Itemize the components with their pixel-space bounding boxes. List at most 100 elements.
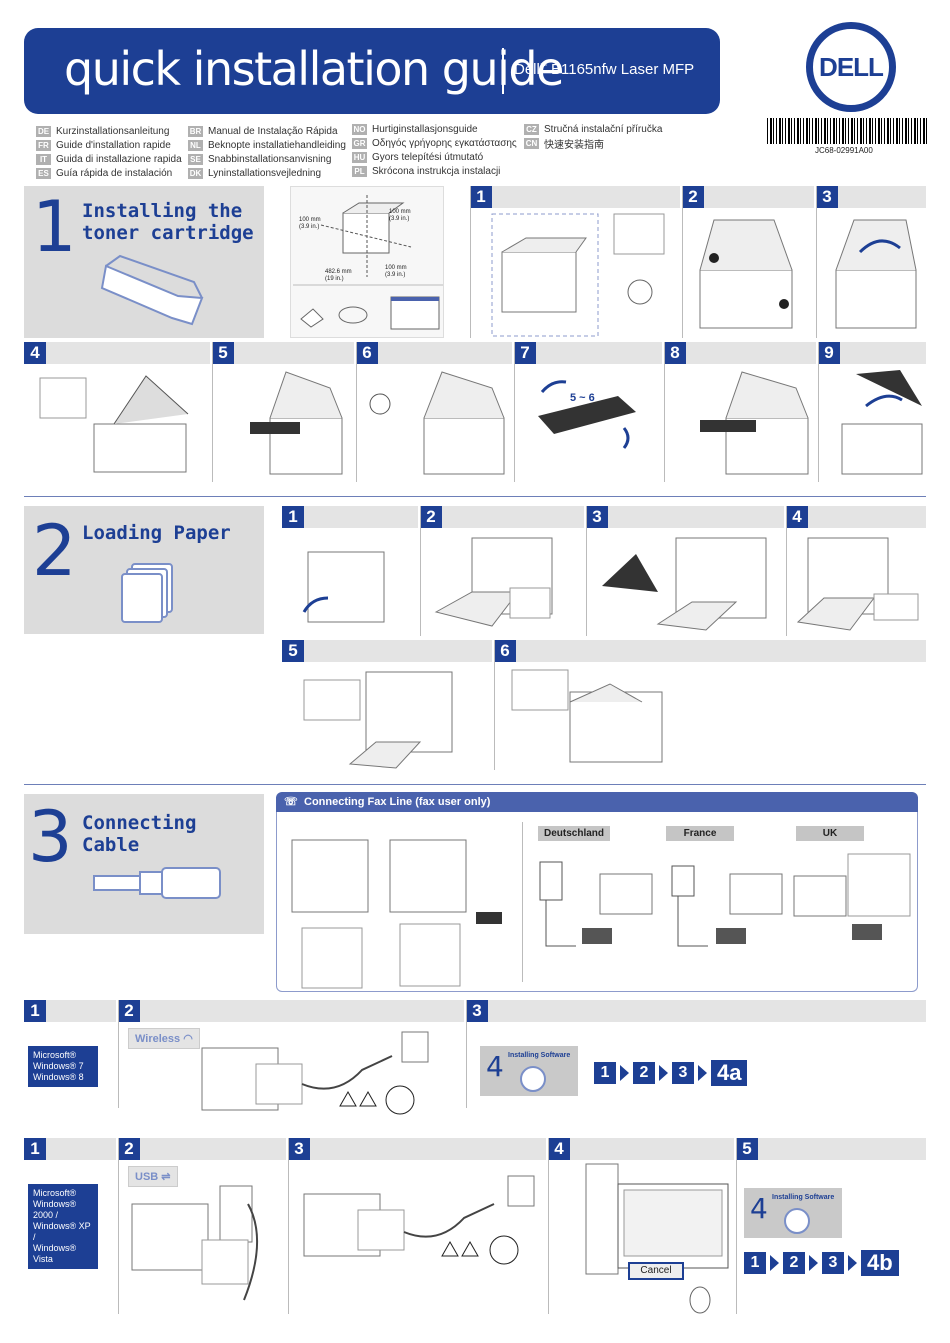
unpack-detail-illustration [613, 213, 665, 305]
country-tab-france: France [666, 826, 734, 841]
s1-step-bar: 2 [682, 186, 814, 208]
barcode [767, 118, 929, 144]
s1-step-bar: 9 [818, 342, 926, 364]
section2-title: Loading Paper [82, 522, 231, 544]
s2-step-bar: 3 [586, 506, 784, 528]
cancel-button[interactable]: Cancel [628, 1262, 684, 1280]
usb-cable-illustration [131, 1185, 259, 1301]
s1-step-bar: 4 [24, 342, 210, 364]
usb-os-box: Microsoft®Windows® 2000 /Windows® XP /Wi… [28, 1184, 98, 1269]
section3-box: 3 Connecting Cable [24, 794, 264, 934]
usb-step-bar: 1 [24, 1138, 116, 1160]
uk-wiring-illustration [793, 853, 911, 940]
section3-title: Connecting Cable [82, 812, 197, 856]
clearance-bottom: 482.6 mm(19 in.) [325, 269, 352, 282]
country-tab-uk: UK [796, 826, 864, 841]
wireless-tag: Wireless ◠ [128, 1028, 200, 1049]
usb-tag: USB ⇌ [128, 1166, 178, 1187]
s2-step-bar: 4 [786, 506, 926, 528]
usb-step-bar: 3 [288, 1138, 546, 1160]
country-tab-deutschland: Deutschland [538, 826, 610, 841]
wireless-power-illustration [201, 1031, 429, 1115]
s2-step-bar: 2 [420, 506, 584, 528]
close-cover-illustration [841, 370, 923, 475]
scanner-open-illustration [699, 219, 793, 329]
clearance-top: 100 mm(3.9 in.) [389, 209, 411, 222]
s1-step-bar: 1 [470, 186, 680, 208]
usb-end-step: 4b [861, 1250, 899, 1276]
fax-connection-illustration [291, 839, 502, 989]
banner-divider [502, 48, 504, 94]
s1-step-bar: 5 [212, 342, 354, 364]
wireless-step-bar: 2 [118, 1000, 464, 1022]
shake-toner-illustration [538, 380, 636, 449]
shake-count-label: 5 ~ 6 [570, 392, 595, 404]
open-cover-illustration [39, 375, 189, 473]
section1-number: 1 [32, 186, 77, 268]
s1-step-bar: 8 [664, 342, 816, 364]
fax-icon: ☏ [284, 796, 298, 808]
section2-number: 2 [32, 510, 77, 592]
paper-stack-icon [121, 563, 173, 623]
toner-cartridge-icon [100, 254, 204, 326]
wireless-step-bar: 1 [24, 1000, 116, 1022]
wireless-step-bar: 3 [466, 1000, 926, 1022]
usb-step-bar: 4 [548, 1138, 734, 1160]
fax-line-header: ☏ Connecting Fax Line (fax user only) [276, 792, 918, 812]
s1-step-bar: 6 [356, 342, 512, 364]
france-wiring-illustration [671, 865, 783, 947]
barcode-text: JC68-02991A00 [815, 146, 873, 155]
box-contents-icon [300, 296, 440, 330]
section-divider [24, 496, 926, 497]
remove-tape-illustration [369, 371, 505, 475]
fan-paper-illustration [602, 537, 767, 631]
s1-step-bar: 3 [816, 186, 926, 208]
cd-icon [520, 1066, 546, 1092]
load-paper-illustration [796, 537, 919, 631]
model-name: Dell™ B1165nfw Laser MFP [514, 61, 695, 78]
paper-stopper-illustration [511, 669, 663, 763]
germany-wiring-illustration [539, 861, 653, 947]
usb-icon: ⇌ [161, 1171, 171, 1183]
remove-toner-illustration [250, 371, 343, 475]
fax-line-panel [276, 812, 918, 992]
adjust-guide-illustration [434, 537, 553, 627]
cd-icon [784, 1208, 810, 1234]
wireless-end-step: 4a [711, 1060, 748, 1086]
usb-step-bar: 2 [118, 1138, 286, 1160]
usb-power-illustration [303, 1175, 535, 1265]
s2-step-bar: 6 [494, 640, 926, 662]
open-tray-illustration [302, 551, 385, 623]
cable-icon [93, 867, 221, 899]
section3-number: 3 [28, 796, 73, 878]
clearance-left: 100 mm(3.9 in.) [299, 217, 321, 230]
usb-step-chain: 1 2 3 4b [744, 1250, 899, 1276]
clearance-bottom-right: 100 mm(3.9 in.) [385, 265, 407, 278]
usb-step-bar: 5 [736, 1138, 926, 1160]
paper-guide-illustration [303, 671, 453, 769]
clearance-panel: 100 mm(3.9 in.) 100 mm(3.9 in.) 482.6 mm… [290, 186, 444, 338]
dell-logo: DELL [806, 22, 896, 112]
title-banner: quick installation guide Dell™ B1165nfw … [24, 28, 720, 114]
